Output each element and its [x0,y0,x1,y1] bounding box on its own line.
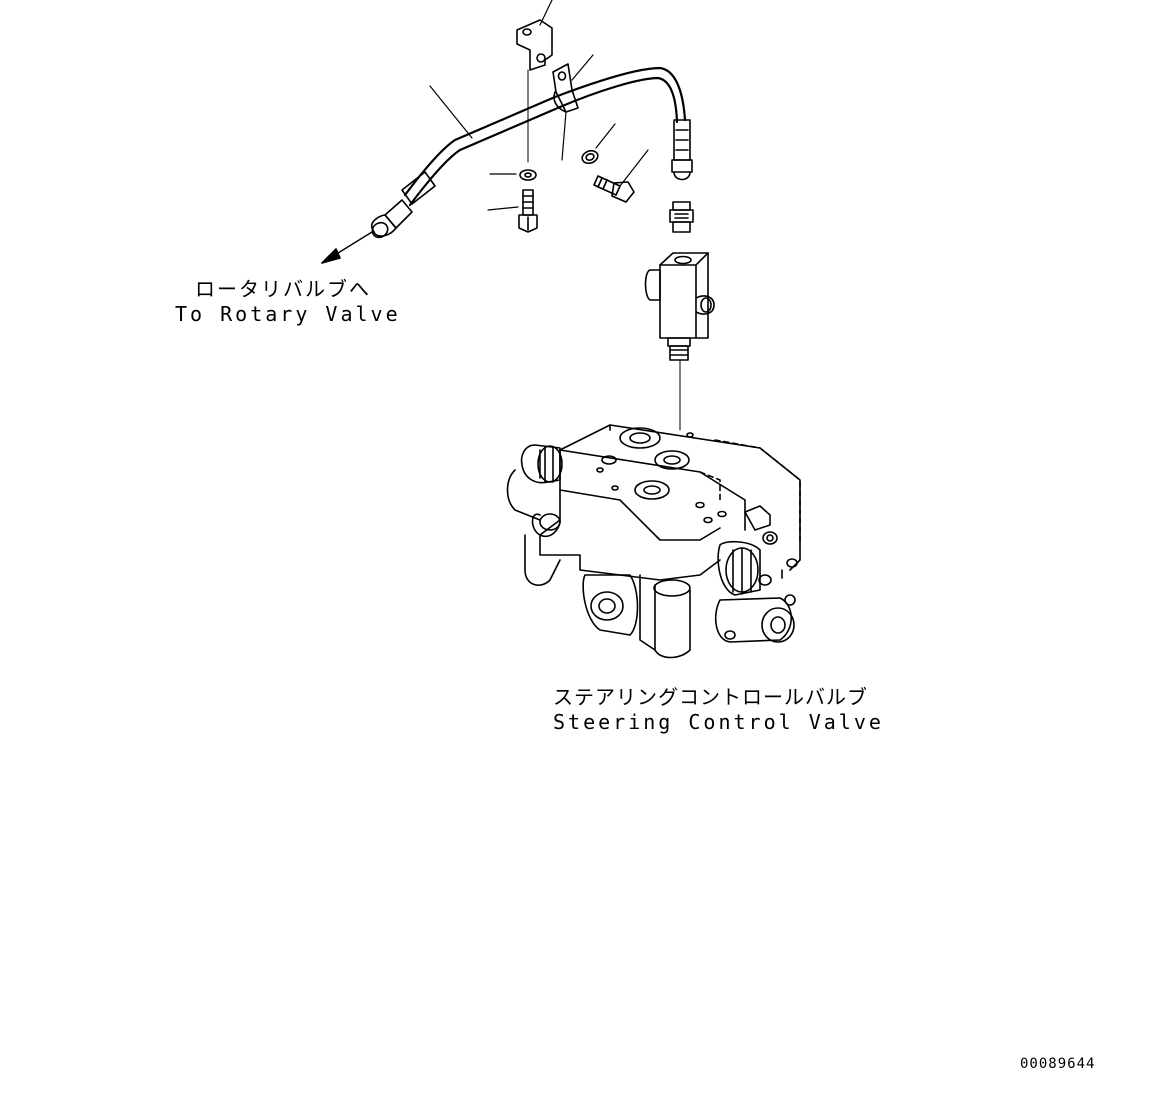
rotary-valve-label-ja: ロータリバルブへ [195,277,371,301]
adapter-part [669,201,694,233]
steering-valve-label-ja: ステアリングコントロールバルブ [553,685,868,709]
bracket-part [516,0,553,163]
o-ring-part [581,123,616,165]
valve-block-part [644,252,715,431]
rotary-valve-label: To Rotary Valve [175,302,401,326]
clamp-part [552,54,594,161]
document-id: 00089644 [1020,1056,1096,1072]
arrow-left-down-icon [321,231,373,264]
hose-assembly [370,66,693,239]
elbow-bolt-part [593,149,649,203]
washer-part [489,169,537,181]
bolt-part [487,189,538,233]
steering-valve-label: Steering Control Valve [553,710,884,734]
steering-control-valve-part [506,424,801,659]
